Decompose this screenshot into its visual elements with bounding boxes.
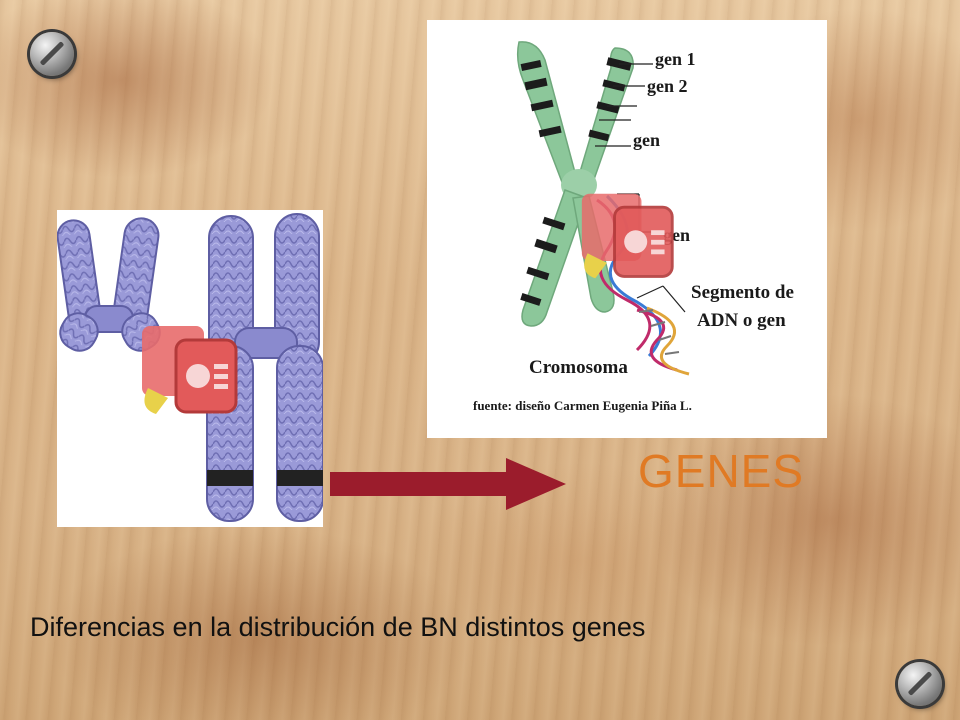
- source-credit: fuente: diseño Carmen Eugenia Piña L.: [473, 398, 692, 413]
- label-gen: gen: [633, 130, 660, 150]
- screw-icon: [898, 662, 942, 706]
- arrow-icon: [330, 458, 566, 510]
- presentation-icon: [142, 326, 238, 414]
- green-chromosome-illustration: [516, 41, 690, 376]
- screw-icon: [30, 32, 74, 76]
- label-segmento-adn: Segmento de: [691, 282, 794, 303]
- label-cromosoma: Cromosoma: [529, 357, 628, 378]
- presentation-icon: [581, 193, 674, 279]
- slide-title: GENES: [638, 445, 805, 497]
- label-segmento-adn-2: ADN o gen: [697, 310, 786, 331]
- label-gen-2: gen 2: [647, 76, 688, 96]
- slide-caption: Diferencias en la distribución de BN dis…: [30, 612, 646, 642]
- label-gen-1: gen 1: [655, 49, 696, 69]
